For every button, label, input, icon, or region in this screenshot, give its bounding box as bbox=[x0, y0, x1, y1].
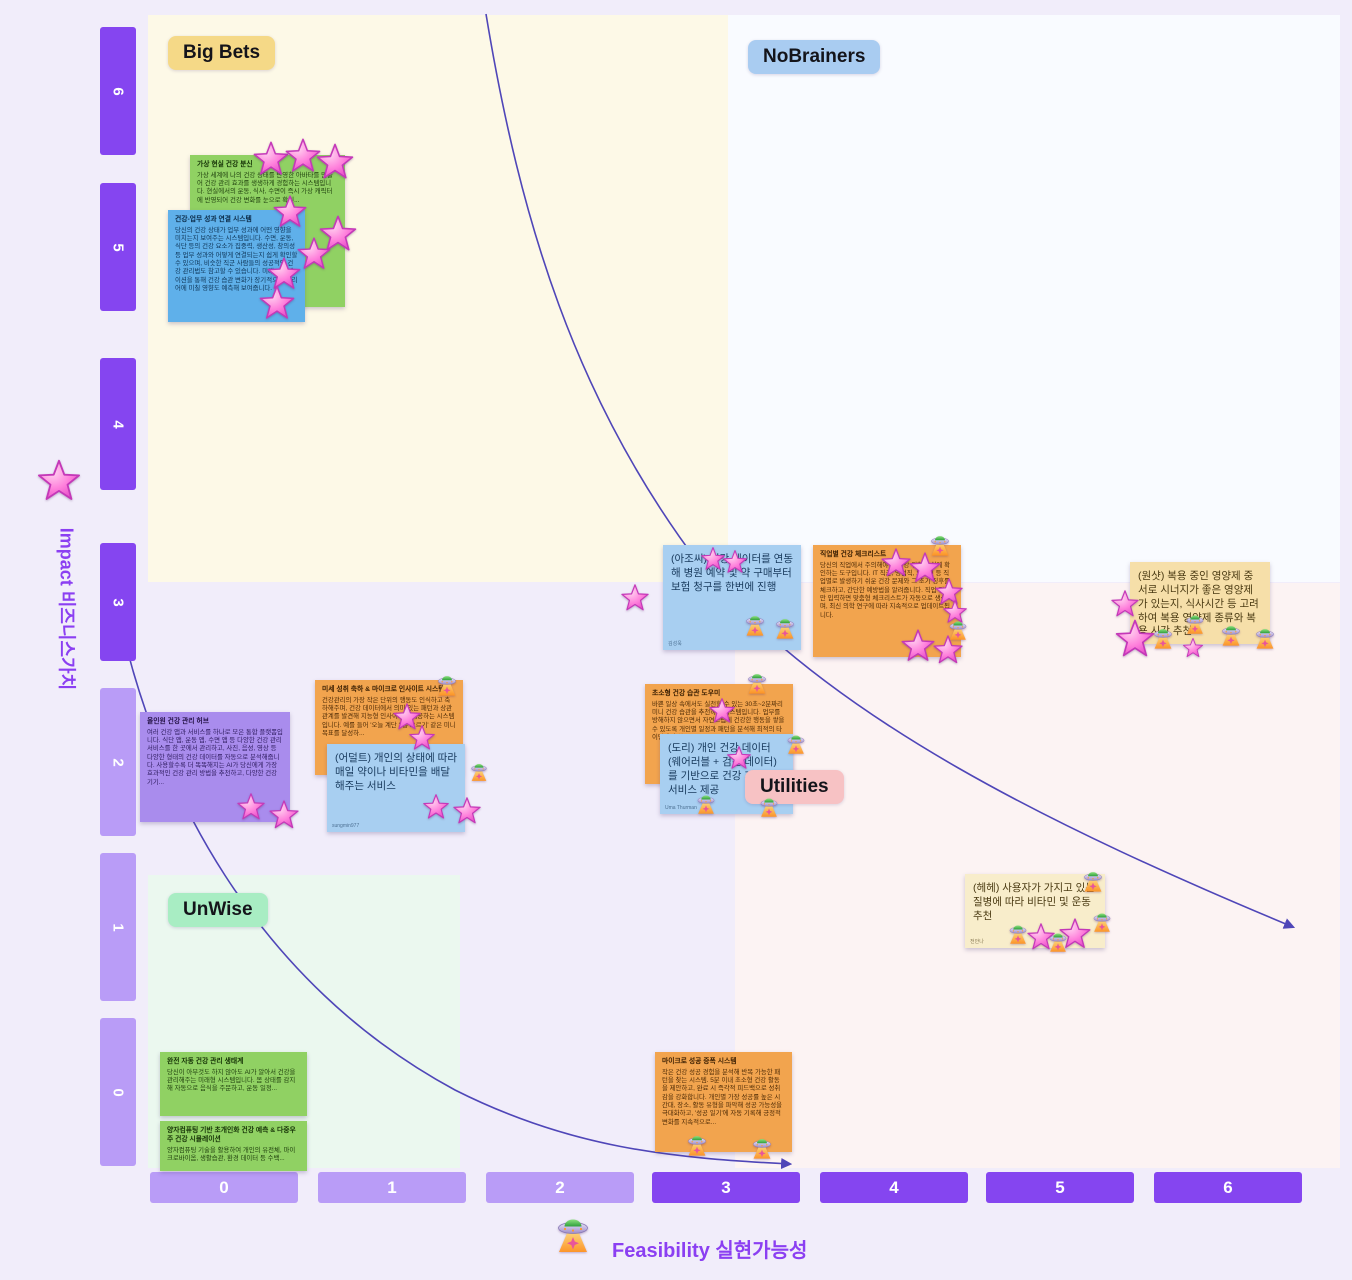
feasibility-axis-label: Feasibility 실현가능성 bbox=[612, 1240, 808, 1262]
feasibility-tick-4-label: 4 bbox=[889, 1177, 899, 1197]
star-sticker[interactable] bbox=[408, 724, 436, 752]
star-sticker[interactable] bbox=[1058, 917, 1092, 951]
ufo-sticker[interactable] bbox=[1004, 918, 1032, 946]
star-sticker[interactable] bbox=[1110, 589, 1140, 619]
ufo-sticker[interactable] bbox=[1078, 864, 1108, 894]
star-sticker[interactable] bbox=[452, 796, 482, 826]
star-sticker[interactable] bbox=[284, 137, 322, 175]
note-title: 건강-업무 성과 연결 시스템 bbox=[175, 216, 252, 223]
feasibility-tick-2-label: 2 bbox=[555, 1177, 565, 1197]
note-body: 당신이 아무것도 하지 않아도 AI가 알아서 건강을 관리해주는 미래형 시스… bbox=[167, 1068, 296, 1093]
star-sticker[interactable] bbox=[726, 745, 752, 771]
feasibility-tick-5: 5 bbox=[986, 1172, 1134, 1203]
star-sticker[interactable] bbox=[422, 793, 450, 821]
feasibility-tick-2: 2 bbox=[486, 1172, 634, 1203]
impact-tick-4: 4 bbox=[100, 358, 136, 490]
feasibility-tick-5-label: 5 bbox=[1055, 1177, 1065, 1197]
ufo-sticker[interactable] bbox=[1044, 926, 1072, 954]
note-title: 양자컴퓨팅 기반 초개인화 건강 예측 & 다중우주 건강 시뮬레이션 bbox=[167, 1127, 296, 1143]
quadrant-label-nobrainers[interactable]: NoBrainers bbox=[748, 40, 881, 74]
note-body: 작은 건강 성공 경험을 분석해 반복 가능한 패턴을 찾는 시스템. 5분 이… bbox=[662, 1068, 783, 1126]
ufo-sticker[interactable] bbox=[432, 668, 462, 698]
ufo-sticker[interactable] bbox=[747, 1131, 777, 1161]
feasibility-tick-0: 0 bbox=[150, 1172, 298, 1203]
star-sticker[interactable] bbox=[236, 792, 266, 822]
note-body: 가상 세계에 나의 건강 상태를 반영한 아바타를 만들어 건강 관리 효과를 … bbox=[197, 171, 333, 204]
ufo-sticker[interactable] bbox=[740, 608, 770, 638]
ufo-sticker[interactable] bbox=[770, 611, 800, 641]
impact-tick-6: 6 bbox=[100, 27, 136, 155]
note-title: 완전 자동 건강 관리 생태계 bbox=[167, 1058, 244, 1065]
note-title: 마이크로 성공 증폭 시스템 bbox=[662, 1058, 737, 1065]
feasibility-tick-1: 1 bbox=[318, 1172, 466, 1203]
quadrant-label-unwise[interactable]: UnWise bbox=[168, 893, 268, 927]
ufo-sticker[interactable] bbox=[944, 614, 972, 642]
star-sticker[interactable] bbox=[266, 256, 302, 292]
ufo-sticker[interactable] bbox=[742, 666, 772, 696]
star-sticker[interactable] bbox=[315, 142, 355, 182]
note-body: 양자컴퓨팅 기술을 활용하여 개인의 유전체, 마이크로바이옴, 생활습관, 환… bbox=[167, 1146, 296, 1162]
ufo-sticker[interactable] bbox=[755, 791, 783, 819]
note-body: 당신의 건강 상태가 업무 성과에 어떤 영향을 미치는지 보여주는 시스템입니… bbox=[175, 226, 298, 293]
feasibility-tick-6-label: 6 bbox=[1223, 1177, 1233, 1197]
ufo-sticker[interactable] bbox=[925, 528, 955, 558]
ufo-sticker[interactable] bbox=[692, 788, 720, 816]
star-sticker[interactable] bbox=[252, 140, 290, 178]
ufo-sticker[interactable] bbox=[1181, 608, 1209, 636]
ufo-sticker[interactable] bbox=[1148, 621, 1178, 651]
star-sticker[interactable] bbox=[1182, 637, 1204, 659]
note-title: 가상 현실 건강 분신 bbox=[197, 161, 253, 168]
note-author: 김성욱 bbox=[668, 641, 682, 648]
impact-tick-5: 5 bbox=[100, 183, 136, 311]
feasibility-tick-3: 3 bbox=[652, 1172, 800, 1203]
ufo-sticker[interactable] bbox=[1250, 621, 1280, 651]
note-body: 여러 건강 앱과 서비스를 하나로 모은 통합 플랫폼입니다. 식단 앱, 운동… bbox=[147, 728, 283, 786]
quadrant-label-big-bets[interactable]: Big Bets bbox=[168, 36, 276, 70]
star-sticker[interactable] bbox=[318, 214, 358, 254]
feasibility-tick-6: 6 bbox=[1154, 1172, 1302, 1203]
note-body: (어덜트) 개인의 상태에 따라 매일 약이나 비타민을 배달해주는 서비스 bbox=[335, 752, 458, 792]
star-sticker[interactable] bbox=[900, 628, 936, 664]
ufo-sticker[interactable] bbox=[1088, 906, 1116, 934]
note-title: 올인원 건강 관리 허브 bbox=[147, 718, 209, 725]
ufo-sticker[interactable] bbox=[466, 757, 492, 783]
ufo-sticker[interactable] bbox=[1216, 618, 1246, 648]
feasibility-tick-0-label: 0 bbox=[219, 1177, 229, 1197]
ufo-sticker[interactable] bbox=[682, 1128, 712, 1158]
star-sticker[interactable] bbox=[722, 549, 748, 575]
note-author: sungmin977 bbox=[332, 823, 360, 830]
feasibility-tick-4: 4 bbox=[820, 1172, 968, 1203]
star-sticker[interactable] bbox=[36, 458, 82, 504]
ufo-sticker[interactable] bbox=[548, 1206, 598, 1256]
star-sticker[interactable] bbox=[1026, 922, 1056, 952]
star-sticker[interactable] bbox=[258, 284, 296, 322]
star-sticker[interactable] bbox=[708, 697, 736, 725]
feasibility-tick-1-label: 1 bbox=[387, 1177, 397, 1197]
star-sticker[interactable] bbox=[620, 583, 650, 613]
star-sticker[interactable] bbox=[268, 799, 300, 831]
star-sticker[interactable] bbox=[272, 194, 308, 230]
feasibility-tick-3-label: 3 bbox=[721, 1177, 731, 1197]
note-author: 전안나 bbox=[970, 939, 984, 946]
star-sticker[interactable] bbox=[296, 236, 332, 272]
ufo-sticker[interactable] bbox=[782, 728, 810, 756]
